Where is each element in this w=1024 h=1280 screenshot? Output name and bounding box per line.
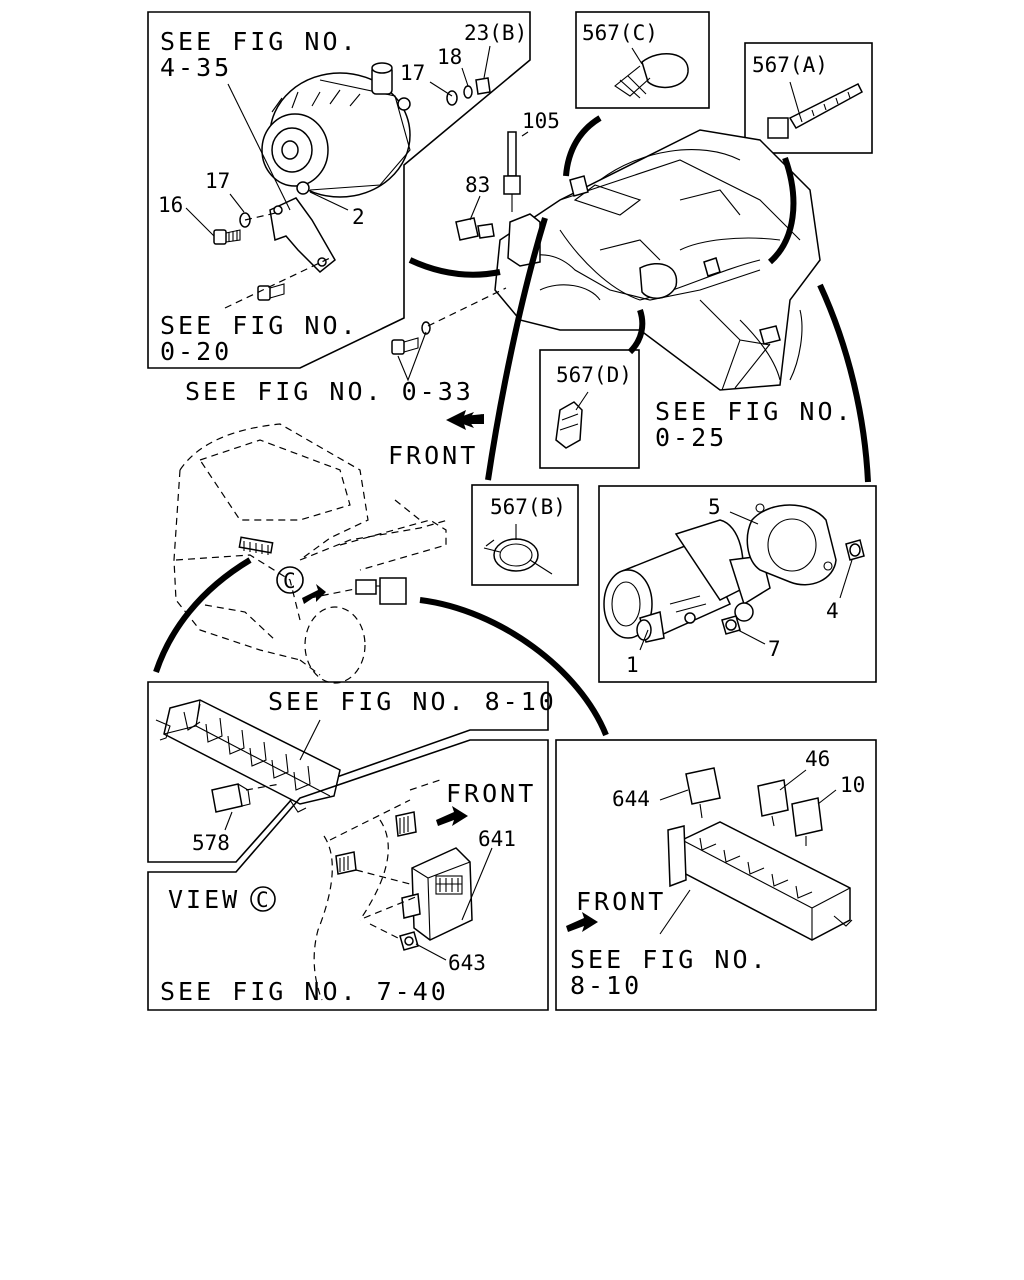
part-label-105: 105 <box>522 109 560 133</box>
clip-567b-panel: 567(B) <box>471 484 579 586</box>
bracket-fig-number: 0-20 <box>160 337 232 366</box>
relay-box-panel: 644 46 10 FRONT SEE FIG NO. 8-10 <box>555 739 877 1011</box>
relay-box-fig-ref: SEE FIG NO. <box>570 945 769 974</box>
engine-mount-fig-ref: SEE FIG NO. 0-33 <box>185 377 474 406</box>
front-label-main: FRONT <box>388 441 478 470</box>
nut-643 <box>399 931 419 951</box>
front-label-relay: FRONT <box>576 887 666 916</box>
bolt-lower-bracket <box>257 283 285 301</box>
view-c-symbol: C <box>256 888 269 912</box>
alternator-panel: SEE FIG NO. 4-35 SEE FIG NO. 0-20 <box>147 11 531 369</box>
callout-c-letter: C <box>283 569 296 593</box>
part-label-4: 4 <box>826 599 839 623</box>
part-label-10: 10 <box>840 773 865 797</box>
engine-mount-bolt <box>391 321 431 355</box>
harness-fig-number: 0-25 <box>655 423 727 452</box>
bolt-16 <box>213 229 241 245</box>
callout-c: C <box>276 566 326 604</box>
washer-18 <box>463 85 473 99</box>
part-label-567c: 567(C) <box>582 21 658 45</box>
view-c-label: VIEW <box>168 885 240 914</box>
bracket-fig-ref: SEE FIG NO. <box>160 311 359 340</box>
alternator-fig-ref: SEE FIG NO. <box>160 27 359 56</box>
tie-567a-panel: 567(A) <box>744 42 873 154</box>
part-label-567b: 567(B) <box>490 495 566 519</box>
alternator-part <box>261 62 411 198</box>
clip-567c-panel: 567(C) <box>575 11 710 109</box>
fuse-box-part <box>155 699 341 813</box>
view-c-fig-ref: SEE FIG NO. 7-40 <box>160 977 449 1006</box>
part-label-83: 83 <box>465 173 490 197</box>
relay-578 <box>211 783 251 813</box>
part-label-7: 7 <box>768 637 781 661</box>
relay-box-part <box>667 821 853 941</box>
part-label-641: 641 <box>478 827 516 851</box>
part-label-16: 16 <box>158 193 183 217</box>
part-label-46: 46 <box>805 747 830 771</box>
alternator-bracket <box>269 197 336 274</box>
part-label-644: 644 <box>612 787 650 811</box>
fuse-box-fig-ref: SEE FIG NO. 8-10 <box>268 687 557 716</box>
relay-644 <box>685 767 721 819</box>
fuse-box-panel: SEE FIG NO. 8-10 578 <box>147 681 557 863</box>
part-label-17-upper: 17 <box>400 61 425 85</box>
clip-567d-panel: 567(D) <box>539 349 640 469</box>
part-label-2: 2 <box>352 205 365 229</box>
part-label-578: 578 <box>192 831 230 855</box>
engine-assembly <box>391 129 821 391</box>
part-label-23b: 23(B) <box>464 21 527 45</box>
part-label-567a: 567(A) <box>752 53 828 77</box>
front-label-view-c: FRONT <box>446 779 536 808</box>
part-label-17-lower: 17 <box>205 169 230 193</box>
nut-23b <box>475 77 491 95</box>
starter-panel: 5 4 1 7 <box>598 485 877 683</box>
stud-lower <box>335 851 357 875</box>
part-label-1: 1 <box>626 653 639 677</box>
part-label-5: 5 <box>708 495 721 519</box>
alternator-fig-number: 4-35 <box>160 53 232 82</box>
control-unit-641 <box>401 847 473 941</box>
relay-box-fig-number: 8-10 <box>570 971 642 1000</box>
connection-arcs <box>153 115 871 737</box>
sensor-105 <box>503 131 529 212</box>
part-label-643: 643 <box>448 951 486 975</box>
view-c-panel: VIEW C SEE FIG NO. 7-40 FRONT 641 6 <box>147 739 549 1011</box>
part-label-18: 18 <box>437 45 462 69</box>
starter-nut-7 <box>721 615 741 635</box>
sensor-83 <box>455 195 495 241</box>
front-arrow-main <box>446 410 484 430</box>
relay-10 <box>791 797 823 846</box>
washer-17-upper <box>446 90 458 106</box>
harness-fig-ref: SEE FIG NO. <box>655 397 854 426</box>
part-label-567d: 567(D) <box>556 363 632 387</box>
stud-upper <box>395 811 417 837</box>
starter-gasket-5 <box>746 503 837 586</box>
starter-bolt-4 <box>845 539 865 561</box>
truck-outline <box>173 423 449 684</box>
starter-motor <box>603 519 771 643</box>
